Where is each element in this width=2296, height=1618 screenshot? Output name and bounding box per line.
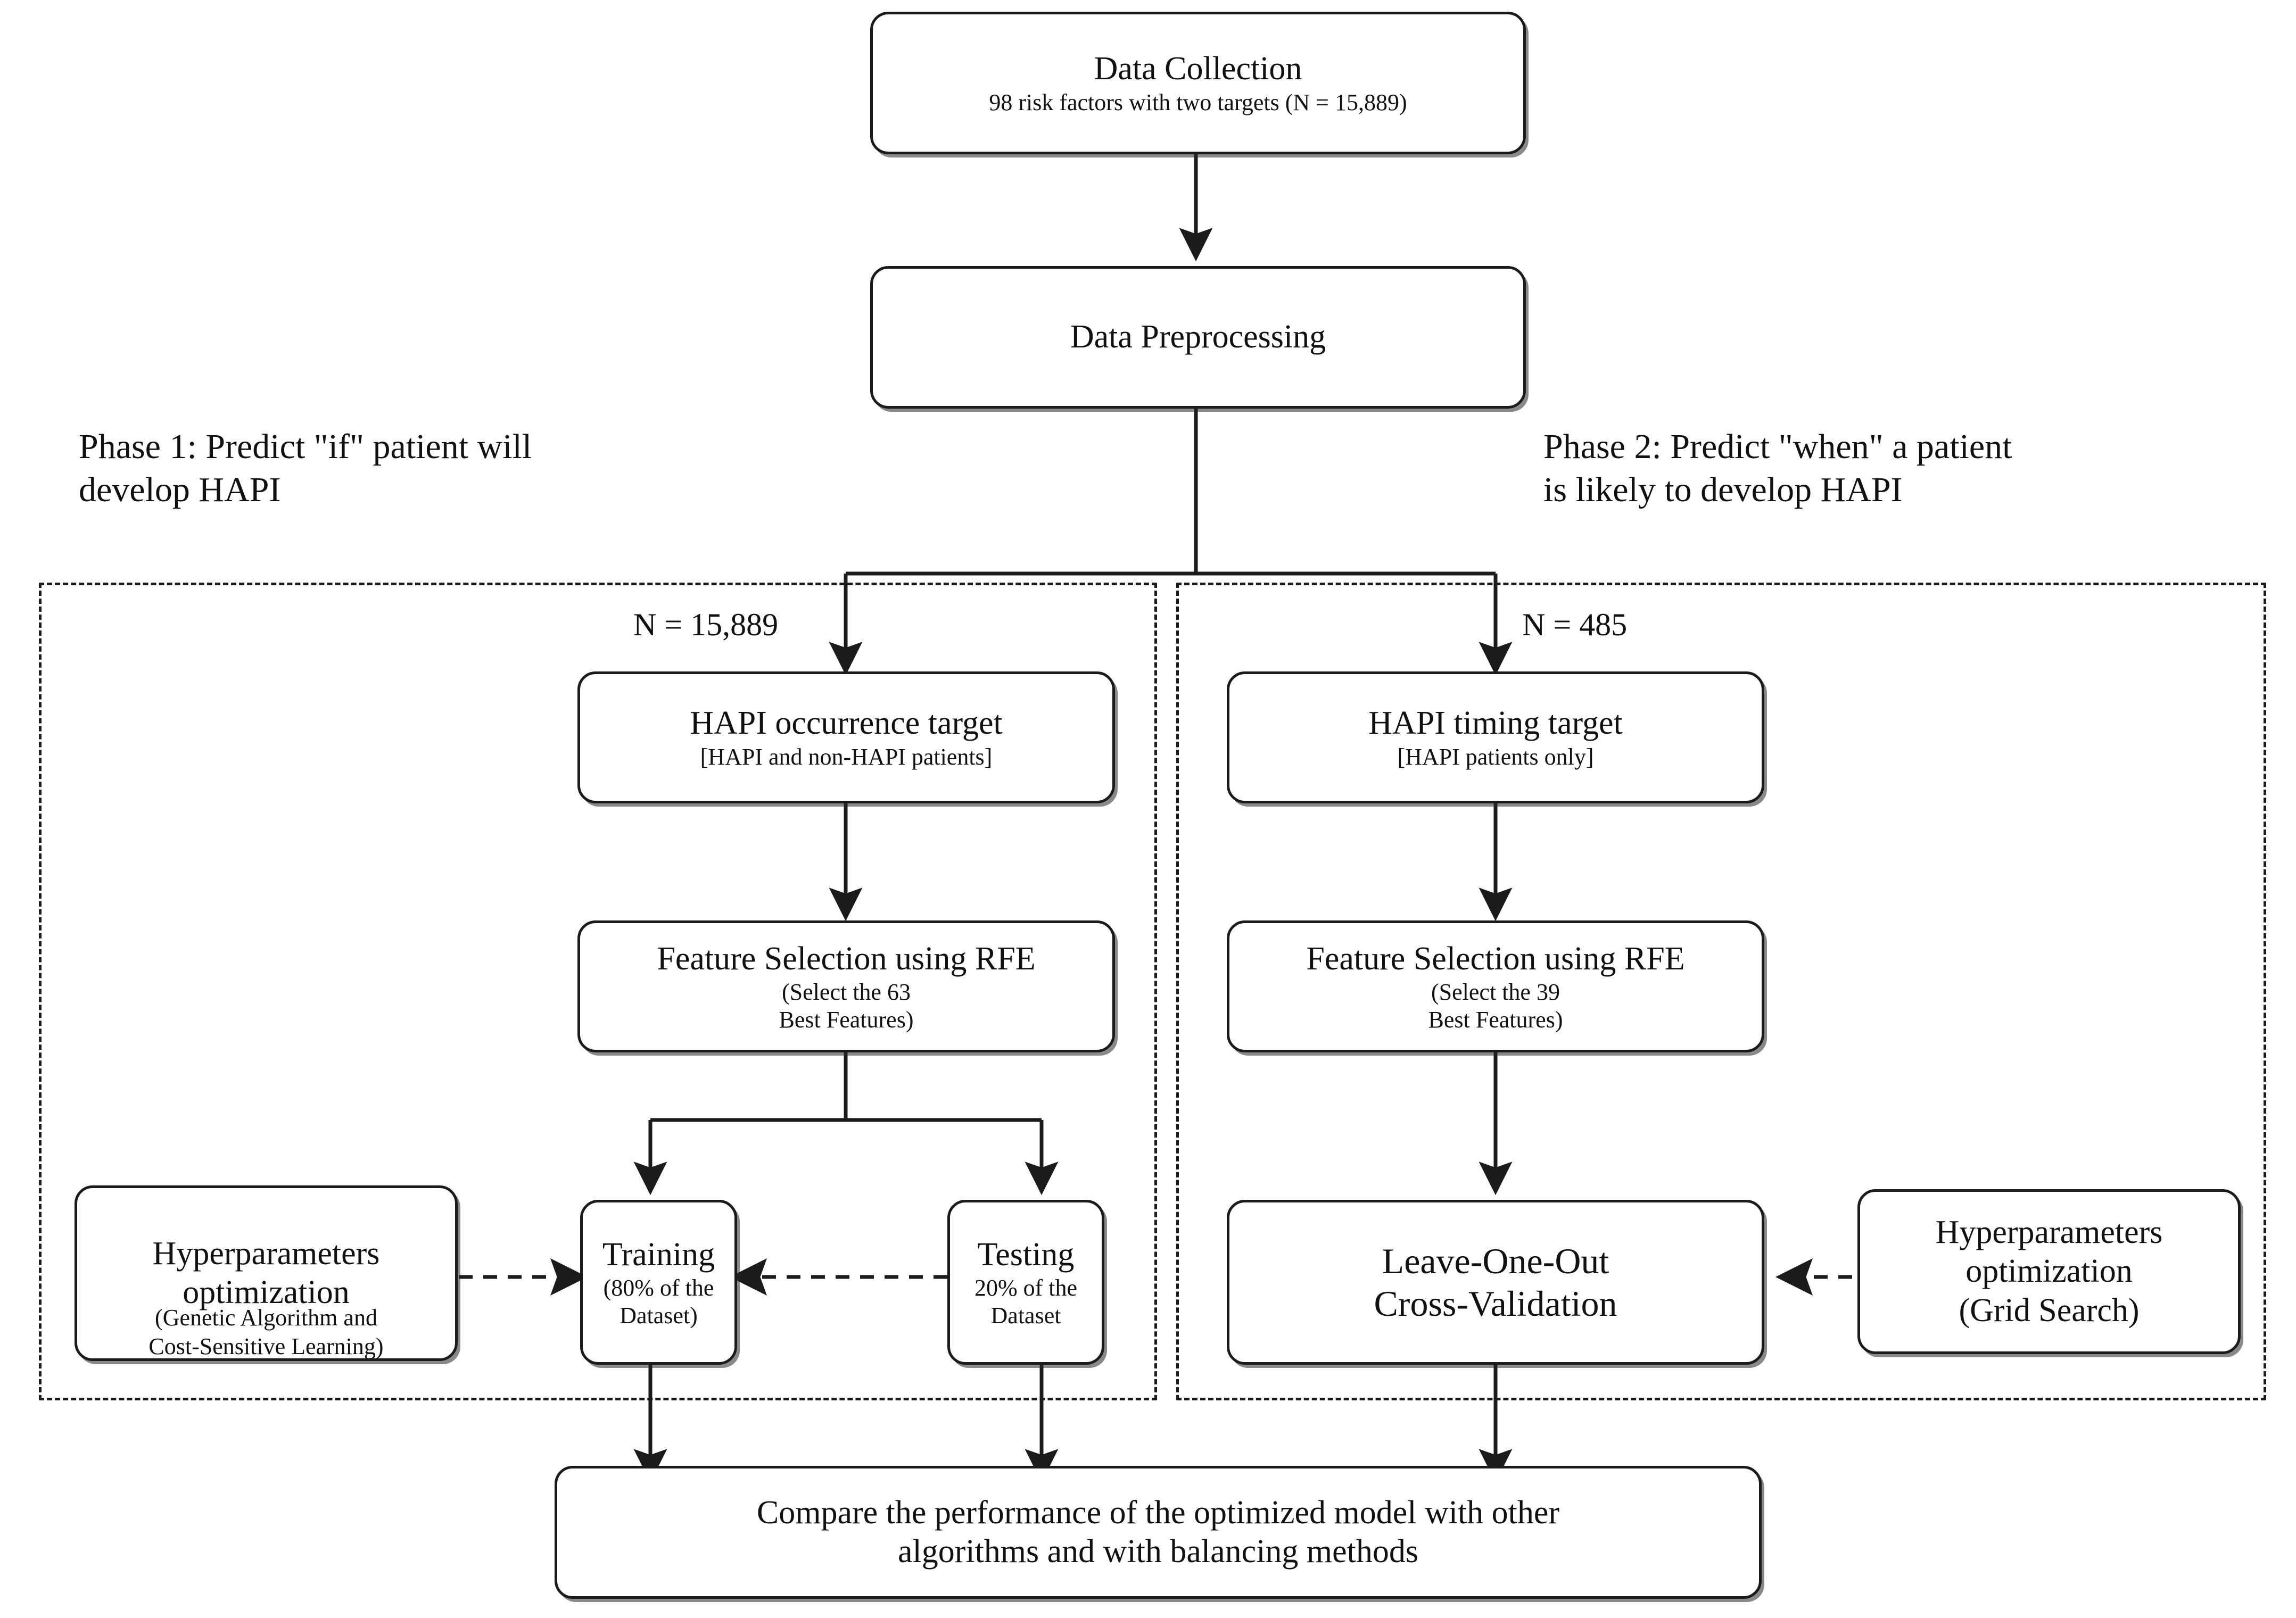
hapi-occurrence-title: HAPI occurrence target	[690, 705, 1003, 742]
hapi-timing-subtitle: [HAPI patients only]	[1397, 743, 1594, 770]
data-collection-subtitle: 98 risk factors with two targets (N = 15…	[989, 89, 1407, 115]
phase2-dashed-container	[1176, 583, 2266, 1400]
node-leave-one-out-cross-validation[interactable]: Leave-One-Out Cross-Validation	[1227, 1200, 1764, 1365]
hyperparam-left-line4: Cost-Sensitive Learning)	[148, 1333, 384, 1359]
feature-selection-left-title: Feature Selection using RFE	[657, 940, 1036, 977]
hyperparam-right-line1: Hyperparameters	[1935, 1214, 2163, 1251]
feature-selection-right-title: Feature Selection using RFE	[1306, 940, 1685, 977]
label-n-right: N = 485	[1522, 607, 1628, 642]
compare-line2: algorithms and with balancing methods	[897, 1533, 1419, 1570]
feature-selection-right-line2: (Select the 39	[1431, 978, 1560, 1005]
feature-selection-left-line3: Best Features)	[779, 1006, 914, 1033]
phase2-label: Phase 2: Predict "when" a patient is lik…	[1543, 427, 2012, 509]
node-data-collection[interactable]: Data Collection 98 risk factors with two…	[870, 12, 1526, 154]
training-title: Training	[602, 1236, 715, 1273]
node-data-preprocessing[interactable]: Data Preprocessing	[870, 266, 1526, 409]
hapi-occurrence-subtitle: [HAPI and non-HAPI patients]	[700, 743, 993, 770]
phase1-label: Phase 1: Predict "if" patient will devel…	[79, 427, 532, 509]
training-line3: Dataset)	[620, 1302, 698, 1329]
data-collection-title: Data Collection	[1094, 51, 1302, 87]
node-testing[interactable]: Testing 20% of the Dataset	[947, 1200, 1104, 1365]
loocv-line2: Cross-Validation	[1374, 1283, 1617, 1324]
node-hapi-occurrence-target[interactable]: HAPI occurrence target [HAPI and non-HAP…	[577, 671, 1115, 803]
node-hyperparameters-right[interactable]: Hyperparameters optimization (Grid Searc…	[1857, 1189, 2241, 1354]
hyperparam-left-line1: Hyperparameters	[152, 1235, 380, 1272]
hyperparam-left-line2: optimization	[183, 1274, 350, 1310]
compare-line1: Compare the performance of the optimized…	[756, 1494, 1560, 1531]
feature-selection-left-line2: (Select the 63	[782, 978, 911, 1005]
node-compare-performance[interactable]: Compare the performance of the optimized…	[555, 1466, 1762, 1599]
loocv-line1: Leave-One-Out	[1382, 1240, 1609, 1281]
hyperparam-right-line2: optimization	[1965, 1253, 2133, 1290]
node-hyperparameters-left[interactable]: Hyperparameters optimization (Genetic Al…	[75, 1185, 458, 1361]
label-n-left: N = 15,889	[633, 607, 779, 642]
training-line2: (80% of the	[603, 1274, 714, 1301]
node-training[interactable]: Training (80% of the Dataset)	[580, 1200, 737, 1365]
hapi-timing-title: HAPI timing target	[1368, 705, 1623, 742]
feature-selection-right-line3: Best Features)	[1428, 1006, 1563, 1033]
node-feature-selection-right[interactable]: Feature Selection using RFE (Select the …	[1227, 920, 1764, 1052]
phase1-dashed-container	[39, 583, 1157, 1400]
testing-line2: 20% of the	[974, 1274, 1078, 1301]
testing-line3: Dataset	[990, 1302, 1061, 1329]
node-hapi-timing-target[interactable]: HAPI timing target [HAPI patients only]	[1227, 671, 1764, 803]
testing-title: Testing	[977, 1236, 1075, 1273]
hyperparam-left-line3: (Genetic Algorithm and	[155, 1305, 377, 1331]
hyperparam-right-line3: (Grid Search)	[1959, 1292, 2140, 1329]
node-feature-selection-left[interactable]: Feature Selection using RFE (Select the …	[577, 920, 1115, 1052]
data-preprocessing-title: Data Preprocessing	[1070, 319, 1326, 355]
